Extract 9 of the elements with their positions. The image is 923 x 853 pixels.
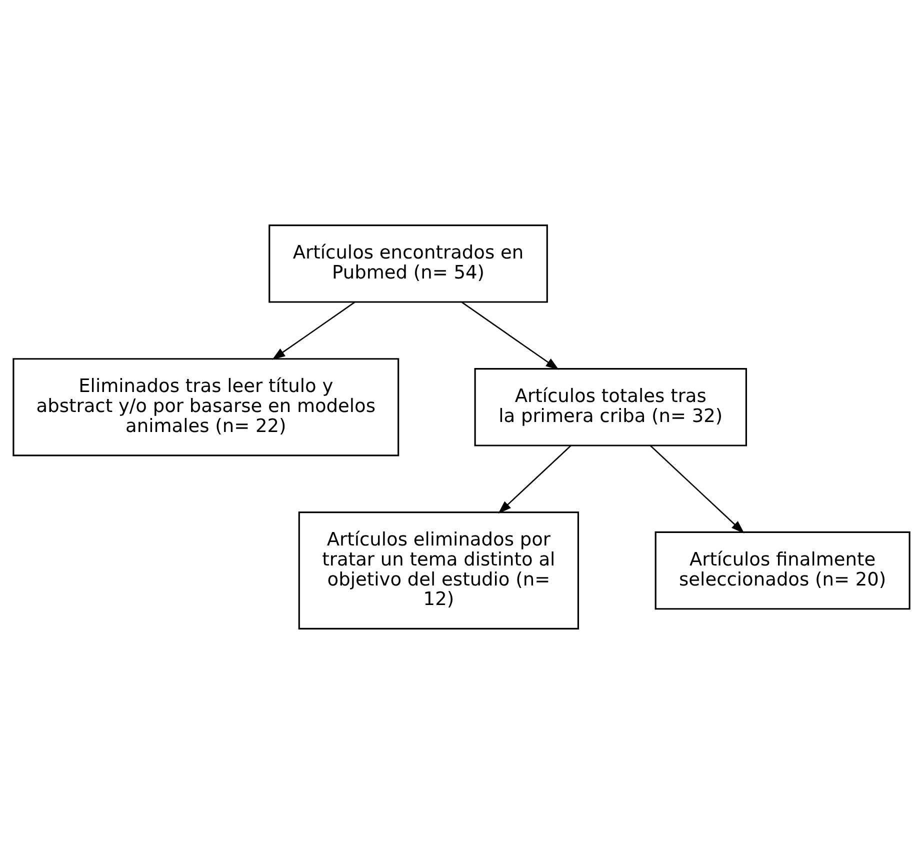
node-box: Eliminados tras leer título y abstract y/o por basarse en modelos animales (n= 22) (12, 358, 400, 456)
arrow (272, 301, 355, 360)
node-box: Artículos encontrados en Pubmed (n= 54) (268, 224, 548, 302)
node-box: Artículos totales tras la primera criba (n= 32) (474, 368, 747, 446)
node-box: Artículos finalmente seleccionados (n= 20) (654, 530, 910, 610)
node-box: Artículos eliminados por tratar un tema distinto al objetivo del estudio (n= 12) (298, 511, 580, 629)
arrow (462, 301, 560, 370)
arrow (498, 444, 572, 514)
arrow (650, 444, 744, 533)
